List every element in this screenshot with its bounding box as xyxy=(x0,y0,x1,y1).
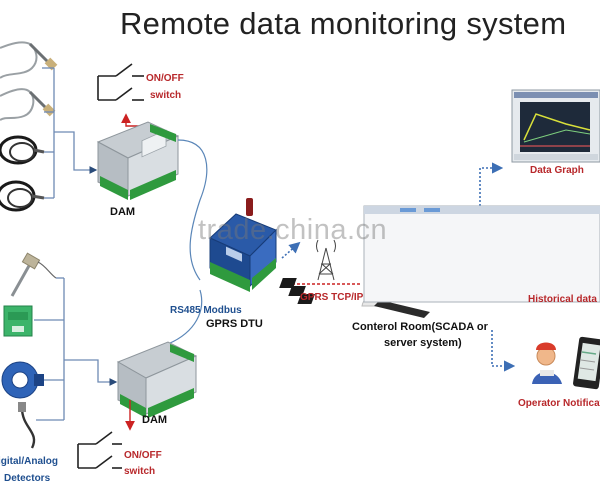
watermark: trade.china.cn xyxy=(198,214,388,246)
historical-data-table-icon xyxy=(363,205,600,303)
monitor-graph-icon xyxy=(511,89,600,163)
rs485-link-bottom xyxy=(167,289,203,345)
temperature-probe-icon xyxy=(0,41,58,79)
smartphone-icon xyxy=(573,336,600,390)
cable-sensor-icon xyxy=(0,180,45,212)
page-title: Remote data monitoring system xyxy=(120,6,567,41)
onoff-label-bottom: ON/OFF xyxy=(124,450,162,461)
din-rail-module-icon xyxy=(3,305,33,337)
switch-symbol-icon xyxy=(77,431,122,469)
antenna-tower-icon xyxy=(316,239,336,281)
temperature-probe-icon xyxy=(0,88,56,121)
detectors-label: igital/Analog xyxy=(0,456,58,467)
dam-label-bottom: DAM xyxy=(142,414,168,426)
rs485-link-top xyxy=(177,139,208,281)
switch-label-top: switch xyxy=(150,90,182,101)
switch-symbol-icon xyxy=(97,63,144,101)
operator-label: Operator Notificat xyxy=(518,398,600,409)
din-rail-module-icon xyxy=(96,121,180,200)
dam-label-top: DAM xyxy=(110,206,136,218)
gprs-tcpip-label: GPRS TCP/IP xyxy=(300,292,364,303)
operator-person-icon xyxy=(532,342,562,384)
detectors-label-line2: Detectors xyxy=(4,473,51,484)
rs485-label: RS485 Modbus xyxy=(170,305,242,316)
control-room-label-line2: server system) xyxy=(384,337,462,349)
temperature-probe-icon xyxy=(10,252,57,297)
data-graph-label: Data Graph xyxy=(530,165,584,176)
onoff-label-top: ON/OFF xyxy=(146,73,184,84)
operator-arrow xyxy=(491,330,516,372)
switch-label-bottom: switch xyxy=(124,466,156,477)
cable-sensor-icon xyxy=(0,135,45,165)
gprs-dtu-label: GPRS DTU xyxy=(206,318,263,330)
current-sensor-icon xyxy=(1,361,44,399)
dtu-uplink-arrow xyxy=(281,241,301,259)
historical-data-label: Historical data xyxy=(528,294,597,305)
sensor-bracket-bottom xyxy=(34,277,118,421)
control-room-label: Conterol Room(SCADA or xyxy=(352,321,488,333)
din-rail-module-icon xyxy=(116,341,198,418)
gprs-dtu-device xyxy=(209,198,277,292)
sensor-bracket-top xyxy=(42,67,98,199)
cable-sensor-icon xyxy=(18,402,36,449)
